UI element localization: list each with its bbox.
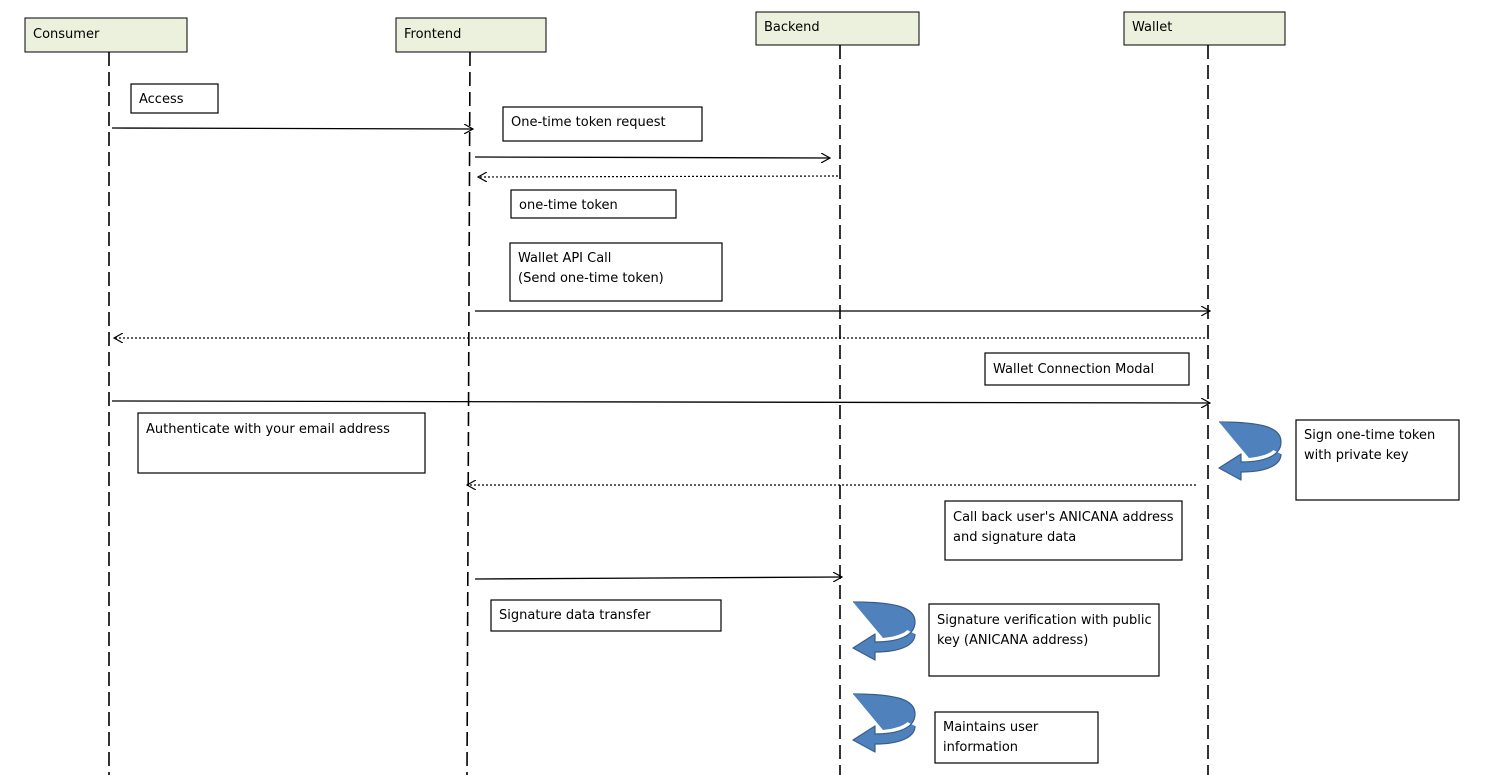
actor-consumer: Consumer	[24, 17, 188, 53]
note-sign-token-line1: Sign one-time token	[1304, 428, 1435, 443]
message-token-return	[478, 176, 839, 177]
note-one-time-token-line1: one-time token	[519, 198, 618, 213]
note-wallet-api-call-line2: (Send one-time token)	[518, 271, 664, 286]
note-signature-transfer-line1: Signature data transfer	[499, 608, 651, 623]
note-maintains-user-line1: Maintains user	[943, 720, 1039, 735]
loop-arrow-icon	[852, 601, 916, 661]
note-sign-token-line2: with private key	[1304, 448, 1409, 463]
note-access: Access	[130, 83, 219, 114]
message-access	[111, 128, 473, 129]
note-wallet-api-call-line1: Wallet API Call	[518, 251, 611, 266]
note-authenticate-email: Authenticate with your email address	[137, 412, 426, 474]
note-access-line1: Access	[139, 92, 184, 107]
note-one-time-token: one-time token	[510, 189, 677, 219]
message-authenticate	[111, 401, 1210, 403]
note-signature-verification-line1: Signature verification with public	[937, 613, 1152, 628]
actor-wallet: Wallet	[1123, 11, 1286, 46]
message-signature-transfer	[474, 577, 842, 579]
note-call-back-line2: and signature data	[953, 530, 1076, 545]
note-signature-transfer: Signature data transfer	[490, 599, 722, 632]
actor-backend-label: Backend	[764, 20, 820, 35]
note-signature-verification: Signature verification with public key (…	[928, 603, 1160, 677]
note-call-back-line1: Call back user's ANICANA address	[953, 510, 1174, 525]
note-call-back: Call back user's ANICANA address and sig…	[944, 500, 1183, 561]
loop-arrow-icon	[852, 693, 916, 753]
lifeline-frontend	[466, 51, 471, 775]
note-authenticate-email-line1: Authenticate with your email address	[146, 422, 390, 437]
actor-frontend: Frontend	[395, 17, 547, 53]
note-wallet-connection-modal-line1: Wallet Connection Modal	[993, 362, 1154, 377]
note-token-request-line1: One-time token request	[511, 115, 666, 130]
note-wallet-connection-modal: Wallet Connection Modal	[984, 352, 1190, 386]
note-sign-token: Sign one-time token with private key	[1295, 419, 1460, 501]
actor-frontend-label: Frontend	[404, 27, 461, 42]
note-signature-verification-line2: key (ANICANA address)	[937, 633, 1088, 648]
note-maintains-user-line2: information	[943, 740, 1018, 755]
note-token-request: One-time token request	[502, 106, 703, 142]
message-token-request	[474, 157, 830, 158]
note-wallet-api-call: Wallet API Call (Send one-time token)	[509, 242, 723, 302]
actor-backend: Backend	[755, 11, 920, 46]
loop-arrow-icon	[1218, 421, 1282, 481]
actor-wallet-label: Wallet	[1132, 20, 1172, 35]
note-maintains-user: Maintains user information	[934, 711, 1099, 764]
actor-consumer-label: Consumer	[33, 27, 100, 42]
